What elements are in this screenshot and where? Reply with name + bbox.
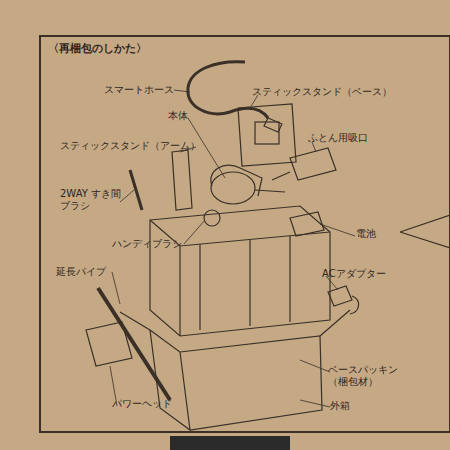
main-nozzle: [255, 190, 285, 192]
part-name: スマートホース: [98, 84, 174, 96]
line-art: [40, 36, 450, 432]
ac-adapter: [328, 286, 352, 306]
main-body: [211, 172, 255, 204]
stand-base-slot: [255, 122, 279, 144]
crevice-brush: [130, 170, 142, 210]
part-name: ふとん用吸口: [308, 132, 388, 144]
ac-cord: [350, 296, 359, 314]
futon-neck: [272, 172, 290, 180]
pointer: [400, 215, 450, 248]
part-name: スティックスタンド（アーム）: [60, 140, 200, 152]
box-flap: [120, 310, 350, 336]
part-name: スティックスタンド（ベース）: [252, 86, 392, 98]
part-name: パワーヘッド: [112, 398, 182, 410]
part-name: 外箱: [330, 400, 360, 412]
title: 〈再梱包のしかた〉: [48, 42, 147, 55]
extension-pipe: [98, 288, 170, 400]
part-name: 本体: [168, 110, 198, 122]
base-packing-edge: [150, 220, 330, 336]
outer-box: [150, 330, 322, 430]
packing-divider: [200, 236, 290, 330]
stand-base: [238, 104, 296, 166]
stand-arm: [172, 150, 192, 210]
part-name: ベースパッキン （梱包材）: [328, 364, 408, 388]
futon-nozzle: [290, 148, 336, 180]
part-name: 2WAY すき間ブラシ: [60, 188, 124, 212]
power-head: [86, 322, 132, 366]
part-name: ハンディブラシ: [112, 238, 186, 250]
battery: [290, 212, 324, 236]
handy-brush: [204, 210, 220, 226]
part-name: ACアダプター: [322, 268, 402, 280]
part-name: 延長パイプ: [56, 266, 116, 278]
part-name: 電池: [356, 228, 386, 240]
dark-object: [170, 436, 290, 450]
frame: [40, 36, 450, 432]
main-handle: [211, 165, 262, 196]
base-packing: [150, 206, 330, 336]
